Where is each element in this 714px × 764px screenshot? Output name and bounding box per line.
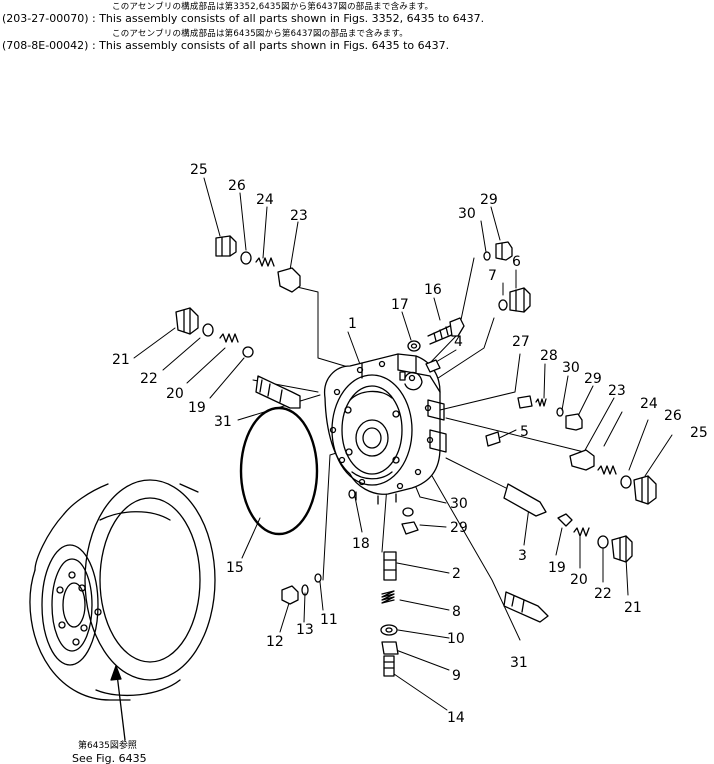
callout-26: 26 (228, 178, 246, 194)
callout-8: 8 (452, 604, 461, 620)
leader-lines (133, 177, 673, 711)
callout-11: 11 (320, 612, 338, 628)
callout-20: 20 (166, 386, 184, 402)
callout-20: 20 (570, 572, 588, 588)
callout-labels: 25 26 24 23 30 29 7 6 17 16 1 4 21 22 20… (112, 162, 708, 726)
callout-30: 30 (450, 496, 468, 512)
callout-27: 27 (512, 334, 530, 350)
motor-housing-assembly (323, 353, 447, 505)
note1-english: (203-27-00070) : This assembly consists … (2, 12, 485, 25)
callout-29: 29 (450, 520, 468, 536)
header-notes: このアセンブリの構成部品は第3352,6435図から第6437図の部品まで含みま… (0, 0, 714, 60)
callout-18: 18 (352, 536, 370, 552)
callout-25: 25 (190, 162, 208, 178)
callout-22: 22 (140, 371, 158, 387)
callout-12: 12 (266, 634, 284, 650)
callout-21: 21 (112, 352, 130, 368)
parts (110, 235, 657, 741)
callout-6: 6 (512, 254, 521, 270)
callout-24: 24 (256, 192, 274, 208)
callout-29: 29 (584, 371, 602, 387)
callout-31: 31 (214, 414, 232, 430)
callout-23: 23 (290, 208, 308, 224)
callout-30: 30 (458, 206, 476, 222)
callout-9: 9 (452, 668, 461, 684)
callout-7: 7 (488, 268, 497, 284)
callout-14: 14 (447, 710, 465, 726)
callout-5: 5 (520, 424, 529, 440)
reference-japanese: 第6435図参照 (78, 739, 137, 751)
callout-29: 29 (480, 192, 498, 208)
callout-17: 17 (391, 297, 409, 313)
drive-flange-disc (29, 479, 216, 701)
callout-31: 31 (510, 655, 528, 671)
reference-english: See Fig. 6435 (72, 752, 147, 764)
callout-26: 26 (664, 408, 682, 424)
callout-28: 28 (540, 348, 558, 364)
callout-4: 4 (454, 334, 463, 350)
callout-19: 19 (188, 400, 206, 416)
callout-16: 16 (424, 282, 442, 298)
callout-23: 23 (608, 383, 626, 399)
callout-21: 21 (624, 600, 642, 616)
callout-2: 2 (452, 566, 461, 582)
callout-24: 24 (640, 396, 658, 412)
callout-15: 15 (226, 560, 244, 576)
figure-reference: 第6435図参照 See Fig. 6435 (72, 739, 147, 764)
note2-english: (708-8E-00042) : This assembly consists … (2, 39, 450, 52)
note2-japanese: このアセンブリの構成部品は第6435図から第6437図の部品まで含みます。 (112, 29, 408, 39)
callout-13: 13 (296, 622, 314, 638)
callout-19: 19 (548, 560, 566, 576)
callout-25: 25 (690, 425, 708, 441)
callout-1: 1 (348, 316, 357, 332)
callout-22: 22 (594, 586, 612, 602)
callout-10: 10 (447, 631, 465, 647)
callout-3: 3 (518, 548, 527, 564)
callout-30: 30 (562, 360, 580, 376)
note1-japanese: このアセンブリの構成部品は第3352,6435図から第6437図の部品まで含みま… (112, 2, 434, 12)
